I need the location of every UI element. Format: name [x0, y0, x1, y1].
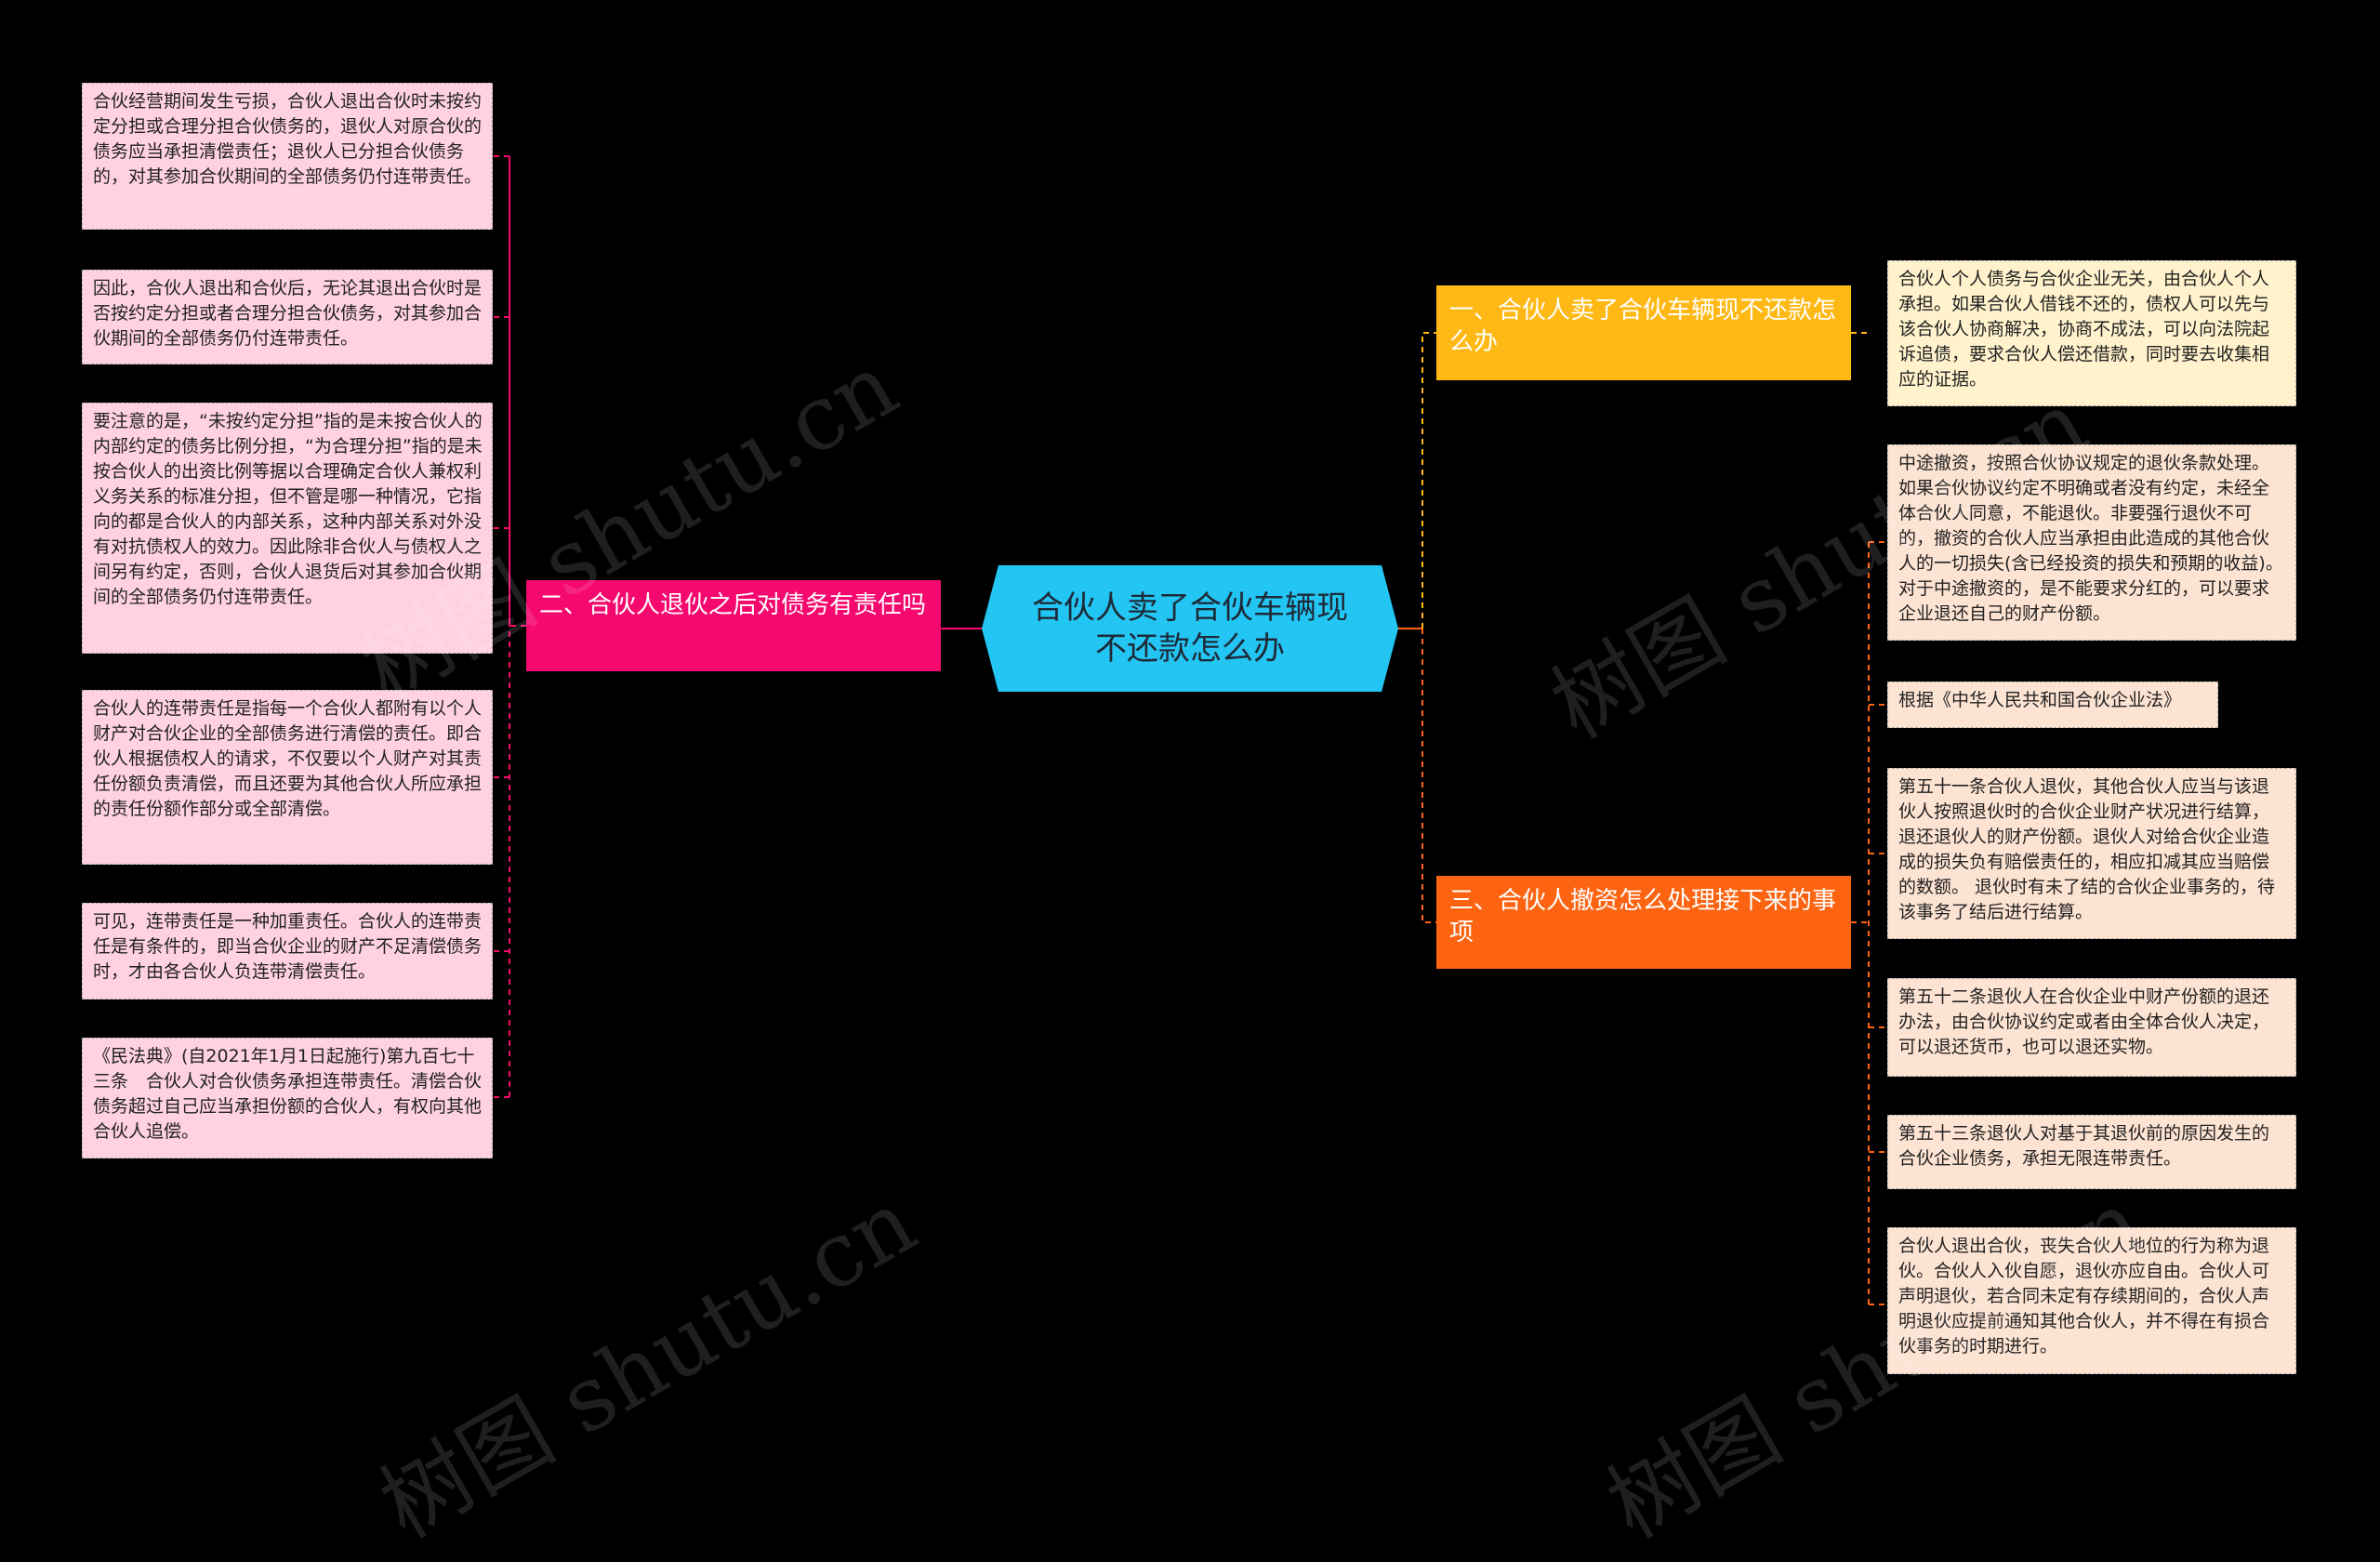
leaf-text: 第五十一条合伙人退伙，其他合伙人应当与该退伙人按照退伙时的合伙企业财产状况进行结… [1898, 776, 2276, 922]
leaf-text: 合伙人个人债务与合伙企业无关，由合伙人个人承担。如果合伙人借钱不还的，债权人可以… [1898, 269, 2270, 390]
connector-branch-2-spine [509, 156, 526, 1097]
leaf-text: 合伙人的连带责任是指每一个合伙人都附有以个人财产对合伙企业的全部债务进行清偿的责… [93, 698, 483, 819]
branch-2-leaf-4[interactable]: 合伙人的连带责任是指每一个合伙人都附有以个人财产对合伙企业的全部债务进行清偿的责… [82, 690, 493, 865]
branch-3-leaf-1[interactable]: 中途撤资，按照合伙协议规定的退伙条款处理。如果合伙协议约定不明确或者没有约定，未… [1887, 444, 2296, 641]
branch-1-label: 一、合伙人卖了合伙车辆现不还款怎么办 [1449, 297, 1837, 356]
mind-map: 合伙人卖了合伙车辆现不还款怎么办 一、合伙人卖了合伙车辆现不还款怎么办 二、合伙… [82, 83, 2296, 1558]
center-topic-label: 合伙人卖了合伙车辆现不还款怎么办 [1032, 589, 1348, 668]
center-topic[interactable]: 合伙人卖了合伙车辆现不还款怎么办 [982, 565, 1398, 692]
connector-branch-3-spine [1851, 542, 1870, 1304]
leaf-text: 合伙人退出合伙，丧失合伙人地位的行为称为退伙。合伙人入伙自愿，退伙亦应自由。合伙… [1898, 1236, 2270, 1357]
branch-3-leaf-2[interactable]: 根据《中华人民共和国合伙企业法》 [1887, 682, 2218, 728]
leaf-text: 合伙经营期间发生亏损，合伙人退出合伙时未按约定分担或合理分担合伙债务的，退伙人对… [93, 91, 483, 187]
branch-1-leaf-1[interactable]: 合伙人个人债务与合伙企业无关，由合伙人个人承担。如果合伙人借钱不还的，债权人可以… [1887, 260, 2296, 406]
connector-branch-3 [1421, 629, 1436, 923]
leaf-text: 要注意的是，“未按约定分担”指的是未按合伙人的内部约定的债务比例分担，“为合理分… [93, 411, 483, 607]
branch-2-leaf-2[interactable]: 因此，合伙人退出和合伙后，无论其退出合伙时是否按约定分担或者合理分担合伙债务，对… [82, 270, 493, 364]
branch-3-leaf-6[interactable]: 合伙人退出合伙，丧失合伙人地位的行为称为退伙。合伙人入伙自愿，退伙亦应自由。合伙… [1887, 1227, 2296, 1374]
leaf-text: 第五十二条退伙人在合伙企业中财产份额的退还办法，由合伙协议约定或者由全体合伙人决… [1898, 986, 2270, 1057]
branch-2-leaf-1[interactable]: 合伙经营期间发生亏损，合伙人退出合伙时未按约定分担或合理分担合伙债务的，退伙人对… [82, 83, 493, 230]
leaf-text: 根据《中华人民共和国合伙企业法》 [1898, 690, 2182, 710]
branch-2-leaf-3[interactable]: 要注意的是，“未按约定分担”指的是未按合伙人的内部约定的债务比例分担，“为合理分… [82, 403, 493, 654]
branch-2-leaf-5[interactable]: 可见，连带责任是一种加重责任。合伙人的连带责任是有条件的，即当合伙企业的财产不足… [82, 903, 493, 999]
branch-3-leaf-5[interactable]: 第五十三条退伙人对基于其退伙前的原因发生的合伙企业债务，承担无限连带责任。 [1887, 1115, 2296, 1189]
leaf-text: 可见，连带责任是一种加重责任。合伙人的连带责任是有条件的，即当合伙企业的财产不足… [93, 911, 483, 982]
leaf-text: 第五十三条退伙人对基于其退伙前的原因发生的合伙企业债务，承担无限连带责任。 [1898, 1123, 2270, 1169]
branch-2-leaf-6[interactable]: 《民法典》(自2021年1月1日起施行)第九百七十三条 合伙人对合伙债务承担连带… [82, 1038, 493, 1158]
branch-3-topic[interactable]: 三、合伙人撤资怎么处理接下来的事项 [1436, 876, 1851, 969]
branch-2-label: 二、合伙人退伙之后对债务有责任吗 [539, 591, 927, 619]
connector-lines [493, 155, 1887, 1305]
branch-2-topic[interactable]: 二、合伙人退伙之后对债务有责任吗 [526, 580, 941, 671]
leaf-text: 中途撤资，按照合伙协议规定的退伙条款处理。如果合伙协议约定不明确或者没有约定，未… [1898, 453, 2283, 624]
connector-branch-1 [1421, 332, 1436, 629]
branch-1-topic[interactable]: 一、合伙人卖了合伙车辆现不还款怎么办 [1436, 285, 1851, 380]
leaf-text: 《民法典》(自2021年1月1日起施行)第九百七十三条 合伙人对合伙债务承担连带… [93, 1046, 483, 1142]
branch-3-leaf-4[interactable]: 第五十二条退伙人在合伙企业中财产份额的退还办法，由合伙协议约定或者由全体合伙人决… [1887, 978, 2296, 1077]
branch-3-label: 三、合伙人撤资怎么处理接下来的事项 [1449, 887, 1837, 946]
branch-3-leaf-3[interactable]: 第五十一条合伙人退伙，其他合伙人应当与该退伙人按照退伙时的合伙企业财产状况进行结… [1887, 768, 2296, 939]
leaf-text: 因此，合伙人退出和合伙后，无论其退出合伙时是否按约定分担或者合理分担合伙债务，对… [93, 278, 483, 349]
